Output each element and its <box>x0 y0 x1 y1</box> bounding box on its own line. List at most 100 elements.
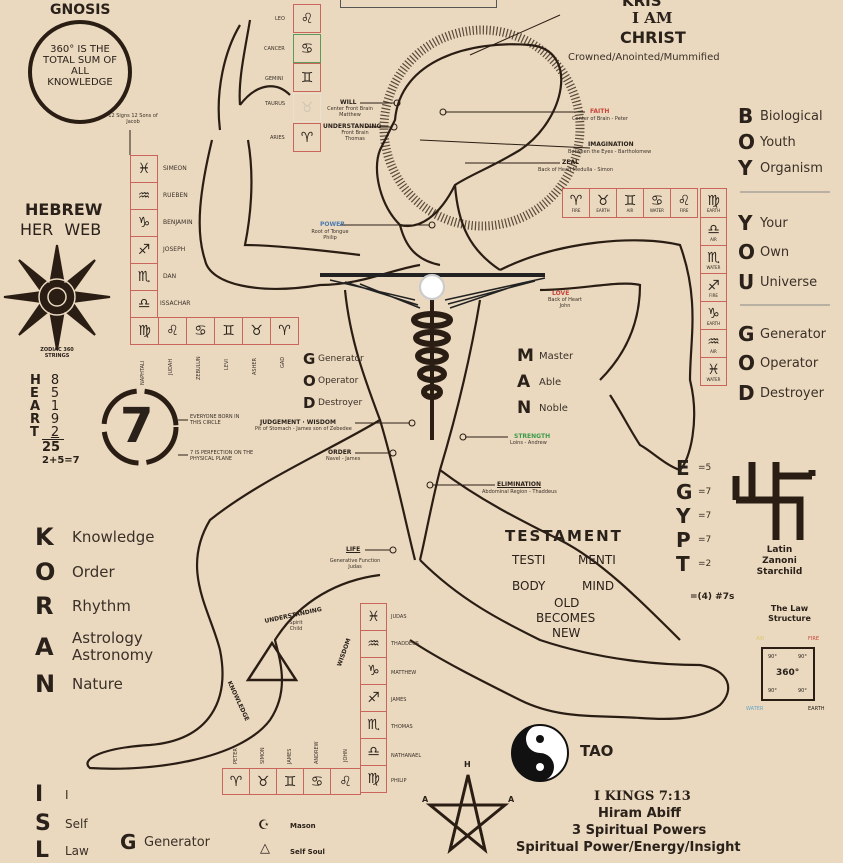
zodiac-cell: ♊ <box>293 63 321 92</box>
pentagram-right: A <box>508 795 515 804</box>
life-sub: Generative Function Judas <box>329 558 381 570</box>
faith-sub: Center of Brain - Peter <box>572 116 628 122</box>
apostle-sign-cell: ♎ <box>360 738 387 766</box>
power-label: POWER <box>320 221 345 228</box>
seven-note-born: EVERYONE BORN IN THIS CIRCLE <box>190 414 240 426</box>
judgement-label: JUDGEMENT · WISDOM <box>260 419 336 426</box>
old-label: OLD <box>554 596 580 610</box>
son-name: LEVI <box>224 359 230 370</box>
heart-acrostic: H E A R T 8 5 1 9 2 25 2+5=7 <box>30 374 80 466</box>
son-name: SIMEON <box>163 165 187 172</box>
sun-orb <box>418 273 446 301</box>
element-cell: ♉EARTH <box>589 188 617 218</box>
body-label: BODY <box>512 579 546 593</box>
law-title: The Law Structure <box>768 604 811 623</box>
egypt-summary: =(4) #7s <box>690 592 735 602</box>
apostle-sign-cell: ♌ <box>330 768 361 795</box>
egypt-t: T=2 <box>676 552 712 576</box>
kris-title: KRIS <box>622 0 662 10</box>
halo <box>379 25 585 231</box>
kings-line1: I KINGS 7:13 <box>594 789 691 804</box>
order-label: ORDER <box>328 449 352 456</box>
zodiac-cell: ♏ <box>130 263 158 291</box>
apostle-sign-cell: ♏ <box>360 711 387 739</box>
gnosis-title: GNOSIS <box>48 2 113 18</box>
apostle-name: JAMES <box>391 697 407 703</box>
apostle-name: PETER <box>233 748 239 764</box>
egypt-y: Y=7 <box>676 504 712 528</box>
apostle-name: SIMON <box>260 747 266 764</box>
apostle-name: NATHANAEL <box>391 753 422 759</box>
apostle-name: JAMES <box>287 748 293 764</box>
self-soul-label: Self Soul <box>290 848 325 856</box>
heart-number: 9 <box>50 412 60 427</box>
pentagram-top: H <box>464 760 471 769</box>
apostle-name: JOHN <box>343 749 349 762</box>
son-name: BENJAMIN <box>163 219 193 226</box>
zodiac-cell: ♐ <box>130 236 158 264</box>
pentagram-left: A <box>422 795 429 804</box>
element-cell: ♑EARTH <box>700 301 727 330</box>
zodiac-cell: ♉ <box>242 317 271 345</box>
element-cell: ♐FIRE <box>700 273 727 302</box>
testi-label: TESTI <box>512 553 546 567</box>
christ-title: CHRIST <box>620 28 686 47</box>
sign-name: LEO <box>275 16 285 22</box>
heart-sum: 2+5=7 <box>42 455 80 466</box>
zodiac-cell: ♌ <box>293 4 321 33</box>
new-label: NEW <box>552 626 581 640</box>
tao-label: TAO <box>580 742 614 760</box>
zeal-sub: Back of Head Medulla - Simon <box>538 167 614 173</box>
son-name: DAN <box>163 273 177 280</box>
apostle-name: MATTHEW <box>391 670 417 676</box>
strength-sub: Loins - Andrew <box>510 440 547 446</box>
law-angle: 90° <box>798 688 807 694</box>
understanding-label: UNDERSTANDING <box>323 123 382 130</box>
zodiac-cell: ♍ <box>130 317 159 345</box>
heart-number: 8 <box>50 373 60 388</box>
zodiac-cell: ♌ <box>158 317 187 345</box>
heart-letter: A <box>30 399 41 414</box>
zodiac-cell: ♋ <box>293 34 321 63</box>
love-label: LOVE <box>552 290 570 297</box>
son-name: GAD <box>280 356 286 368</box>
egypt-p: P=7 <box>676 528 712 552</box>
zeal-label: ZEAL <box>562 159 579 166</box>
will-sub: Center Front Brain Matthew <box>327 106 373 118</box>
law-center: 360° <box>776 668 800 678</box>
sign-name: TAURUS <box>265 101 286 107</box>
sign-name: CANCER <box>264 46 285 52</box>
life-label: LIFE <box>346 546 361 553</box>
web-star-icon <box>3 244 111 351</box>
zodiac-cell: ♓ <box>130 155 158 183</box>
mind-label: MIND <box>582 579 615 593</box>
triangle-top-sub: Spirit Child <box>289 620 303 632</box>
son-name: RUEBEN <box>163 192 188 199</box>
swastika-icon <box>732 462 816 540</box>
love-sub: Back of Heart John <box>547 297 583 309</box>
zodiac-cell: ♋ <box>186 317 215 345</box>
element-cell: ♍EARTH <box>700 188 727 218</box>
heart-letter: T <box>30 425 39 440</box>
apostle-name: JUDAS <box>391 614 407 620</box>
law-water: WATER <box>746 706 764 712</box>
heart-letter: H <box>30 373 41 388</box>
element-cell: ♎AIR <box>700 217 727 246</box>
top-color-bar <box>340 0 497 8</box>
law-angle: 90° <box>768 688 777 694</box>
apostle-name: PHILIP <box>391 778 407 784</box>
